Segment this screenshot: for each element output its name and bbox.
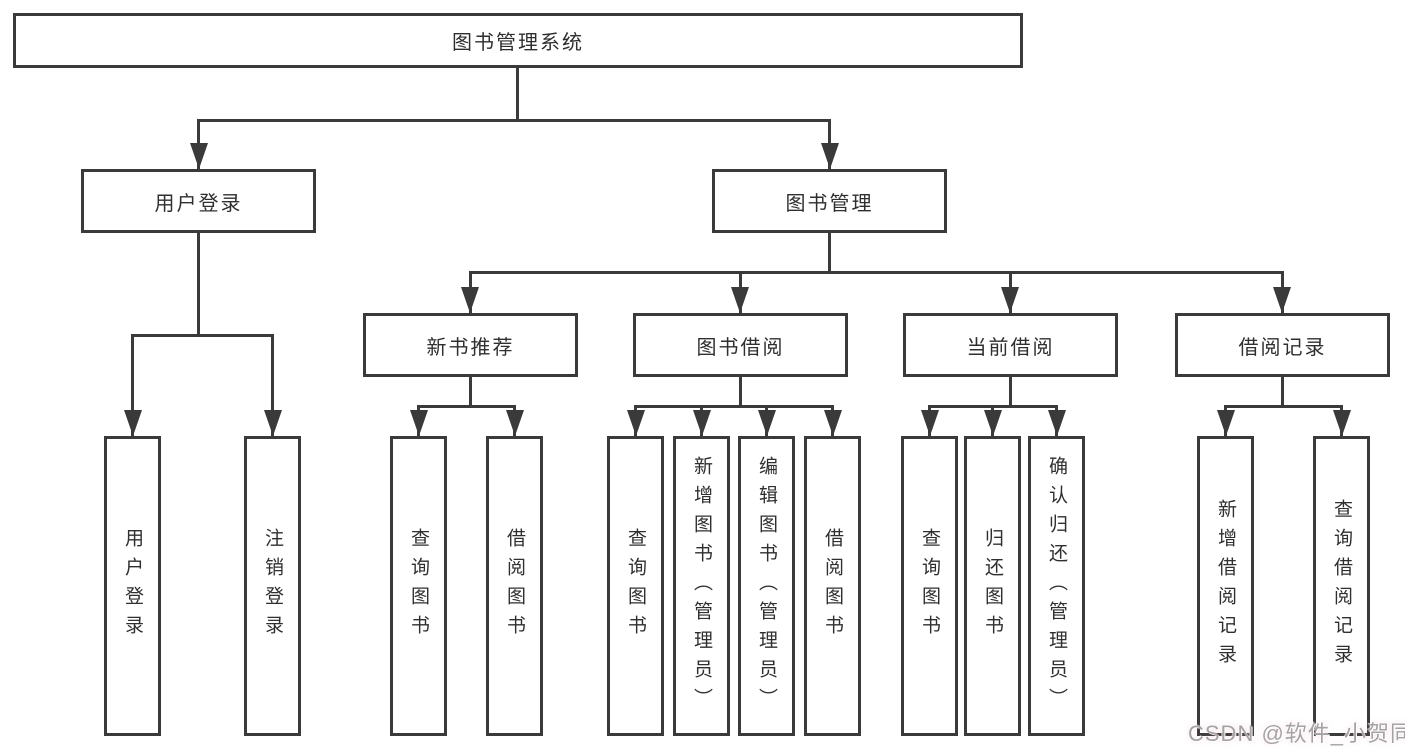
connector-line (516, 68, 519, 122)
connector-line (739, 377, 742, 408)
node-new-book-recommend-label: 新书推荐 (426, 336, 515, 359)
connector-line (469, 271, 1284, 274)
leaf-borrowing-query: 查询图书 (607, 436, 664, 736)
node-current-borrowing-label: 当前借阅 (966, 336, 1055, 359)
leaf-current-query: 查询图书 (901, 436, 958, 736)
arrow-down-icon (731, 287, 749, 313)
arrow-down-icon (124, 410, 142, 436)
leaf-current-query-label: 查询图书 (919, 528, 940, 644)
node-new-book-recommend: 新书推荐 (363, 313, 578, 377)
node-borrowing-records: 借阅记录 (1175, 313, 1390, 377)
arrow-down-icon (410, 410, 428, 436)
arrow-down-icon (264, 410, 282, 436)
node-user-login: 用户登录 (81, 169, 316, 233)
arrow-down-icon (758, 410, 776, 436)
connector-line (131, 334, 134, 436)
leaf-logout-label: 注销登录 (262, 528, 283, 644)
arrow-down-icon (627, 410, 645, 436)
leaf-borrowing-edit-admin: 编辑图书（管理员） (738, 436, 795, 736)
leaf-current-return-label: 归还图书 (982, 528, 1003, 644)
connector-line (634, 405, 834, 408)
node-book-management: 图书管理 (712, 169, 947, 233)
arrow-down-icon (1001, 287, 1019, 313)
node-user-login-label: 用户登录 (154, 192, 243, 215)
leaf-borrowing-borrow-label: 借阅图书 (822, 528, 843, 644)
leaf-logout: 注销登录 (244, 436, 301, 736)
arrow-down-icon (190, 143, 208, 169)
node-current-borrowing: 当前借阅 (903, 313, 1118, 377)
connector-line (271, 334, 274, 436)
node-book-borrowing: 图书借阅 (633, 313, 848, 377)
arrow-down-icon (1217, 410, 1235, 436)
leaf-records-add: 新增借阅记录 (1197, 436, 1254, 736)
leaf-current-confirm-admin: 确认归还（管理员） (1028, 436, 1085, 736)
leaf-newbooks-borrow: 借阅图书 (486, 436, 543, 736)
connector-line (1009, 377, 1012, 408)
leaf-records-query-label: 查询借阅记录 (1331, 499, 1352, 673)
node-book-borrowing-label: 图书借阅 (696, 336, 785, 359)
arrow-down-icon (921, 410, 939, 436)
node-root: 图书管理系统 (13, 13, 1023, 68)
leaf-newbooks-borrow-label: 借阅图书 (504, 528, 525, 644)
connector-line (417, 405, 516, 408)
node-root-label: 图书管理系统 (452, 32, 584, 54)
arrow-down-icon (1273, 287, 1291, 313)
leaf-current-return: 归还图书 (964, 436, 1021, 736)
leaf-newbooks-query: 查询图书 (390, 436, 447, 736)
node-borrowing-records-label: 借阅记录 (1238, 336, 1327, 359)
connector-line (197, 119, 831, 122)
leaf-records-add-label: 新增借阅记录 (1215, 499, 1236, 673)
leaf-current-confirm-admin-label: 确认归还（管理员） (1046, 455, 1067, 717)
arrow-down-icon (824, 410, 842, 436)
arrow-down-icon (984, 410, 1002, 436)
csdn-watermark: CSDN @软件_小贺同学 (1188, 721, 1405, 746)
leaf-borrowing-query-label: 查询图书 (625, 528, 646, 644)
arrow-down-icon (1333, 410, 1351, 436)
leaf-user-login-label: 用户登录 (122, 528, 143, 644)
connector-line (1224, 405, 1343, 408)
arrow-down-icon (461, 287, 479, 313)
connector-line (131, 334, 274, 337)
leaf-borrowing-add-admin: 新增图书（管理员） (673, 436, 730, 736)
leaf-newbooks-query-label: 查询图书 (408, 528, 429, 644)
arrow-down-icon (693, 410, 711, 436)
leaf-borrowing-borrow: 借阅图书 (804, 436, 861, 736)
arrow-down-icon (821, 143, 839, 169)
connector-line (828, 233, 831, 274)
connector-line (1281, 377, 1284, 408)
leaf-borrowing-edit-admin-label: 编辑图书（管理员） (756, 455, 777, 717)
leaf-borrowing-add-admin-label: 新增图书（管理员） (691, 455, 712, 717)
arrow-down-icon (506, 410, 524, 436)
leaf-records-query: 查询借阅记录 (1313, 436, 1370, 736)
leaf-user-login: 用户登录 (104, 436, 161, 736)
connector-line (197, 233, 200, 337)
node-book-management-label: 图书管理 (785, 192, 874, 215)
arrow-down-icon (1048, 410, 1066, 436)
connector-line (469, 377, 472, 408)
